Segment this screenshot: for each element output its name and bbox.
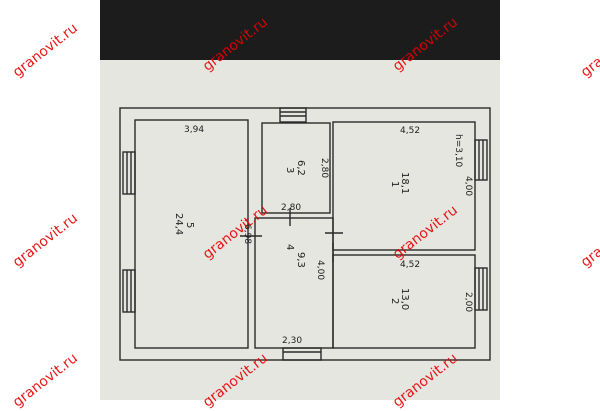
room-4-outline: [254, 217, 334, 349]
window-left-top: [122, 151, 136, 195]
room-1-outline: [332, 121, 476, 251]
room-5-area: 24,4: [173, 213, 184, 235]
room-3-number: 3: [284, 167, 295, 173]
room-2-number: 2: [389, 298, 400, 304]
dim-top-left: 3,94: [184, 125, 204, 135]
window-right-bottom: [474, 267, 488, 311]
top-opening: [279, 107, 307, 123]
room-4-number: 4: [284, 244, 295, 250]
photo-dark-background: [100, 0, 500, 66]
room-5-outline: [134, 119, 249, 349]
dim-room1-side: 4,00: [463, 176, 473, 196]
dim-hall-side: 4,00: [315, 260, 325, 280]
room-1-area: 18,1: [399, 172, 410, 194]
dim-ceiling: h=3,10: [453, 134, 463, 168]
dim-bath-width: 2,80: [281, 203, 301, 213]
entrance-door: [282, 347, 322, 361]
dim-mid-right: 4,52: [400, 260, 420, 270]
dim-bath-height: 2,80: [319, 158, 329, 178]
room-5-number: 5: [184, 222, 195, 228]
dim-bottom: 2,30: [282, 336, 302, 346]
floor-plan: 3,94 4,52 4,52 2,80 2,30 2,80 6,98 4,00 …: [119, 107, 491, 361]
room-3-area: 6,2: [295, 160, 306, 176]
room-2-area: 13,0: [399, 288, 410, 310]
room-3-outline: [261, 122, 331, 214]
room-1-number: 1: [389, 181, 400, 187]
dim-room2-side: 2,00: [463, 292, 473, 312]
dim-hall-top: 6,98: [242, 224, 252, 244]
room-4-area: 9,3: [295, 252, 306, 268]
window-left-bottom: [122, 269, 136, 313]
window-right-top: [474, 139, 488, 181]
dim-top-right: 4,52: [400, 126, 420, 136]
